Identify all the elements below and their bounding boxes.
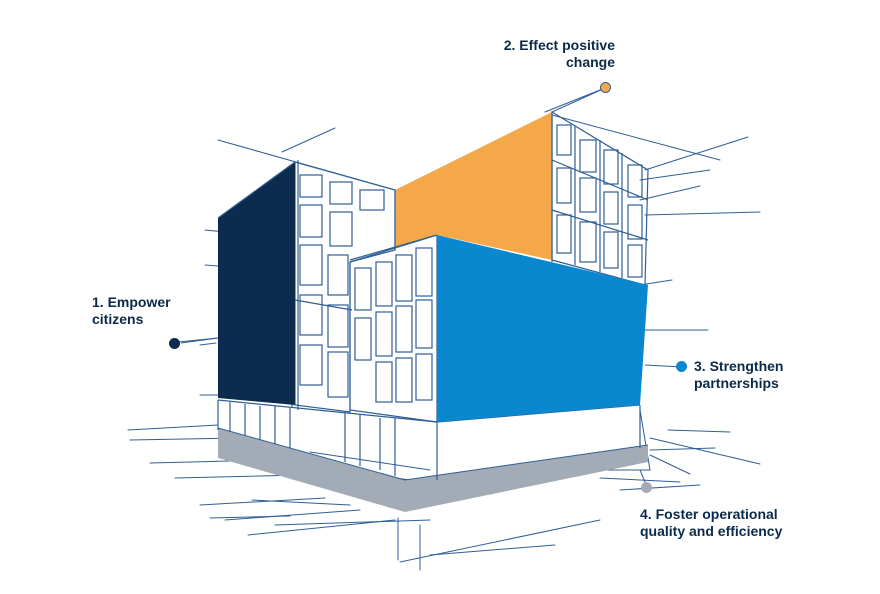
foster-operational-quality-dot [641, 482, 652, 493]
blue-volume [437, 235, 648, 422]
central-facade [291, 160, 396, 413]
empower-citizens-dot [169, 338, 180, 349]
strengthen-partnerships-line1: 3. Strengthen [694, 358, 784, 374]
foster-operational-quality-line1: 4. Foster operational [640, 506, 778, 522]
foster-operational-quality-line2: quality and efficiency [640, 523, 783, 539]
orange-volume [395, 112, 552, 260]
strengthen-partnerships-line2: partnerships [694, 375, 779, 391]
effect-positive-change-line2: change [565, 54, 615, 70]
empower-citizens-line1: 1. Empower [92, 294, 171, 310]
effect-positive-change-label: 2. Effect positive change [465, 37, 615, 71]
strengthen-partnerships-dot [676, 361, 687, 372]
dark-navy-volume [218, 162, 295, 405]
foster-operational-quality-label: 4. Foster operational quality and effici… [640, 506, 840, 540]
effect-positive-change-line1: 2. Effect positive [503, 37, 615, 53]
right-tower-facade [551, 110, 649, 286]
leader-lines [180, 87, 683, 488]
base-slab [217, 427, 649, 512]
empower-citizens-label: 1. Empower citizens [92, 294, 202, 328]
volume-edges [217, 112, 553, 262]
effect-positive-change-dot [600, 82, 611, 93]
empower-citizens-line2: citizens [92, 311, 144, 327]
strengthen-partnerships-label: 3. Strengthen partnerships [694, 358, 844, 392]
